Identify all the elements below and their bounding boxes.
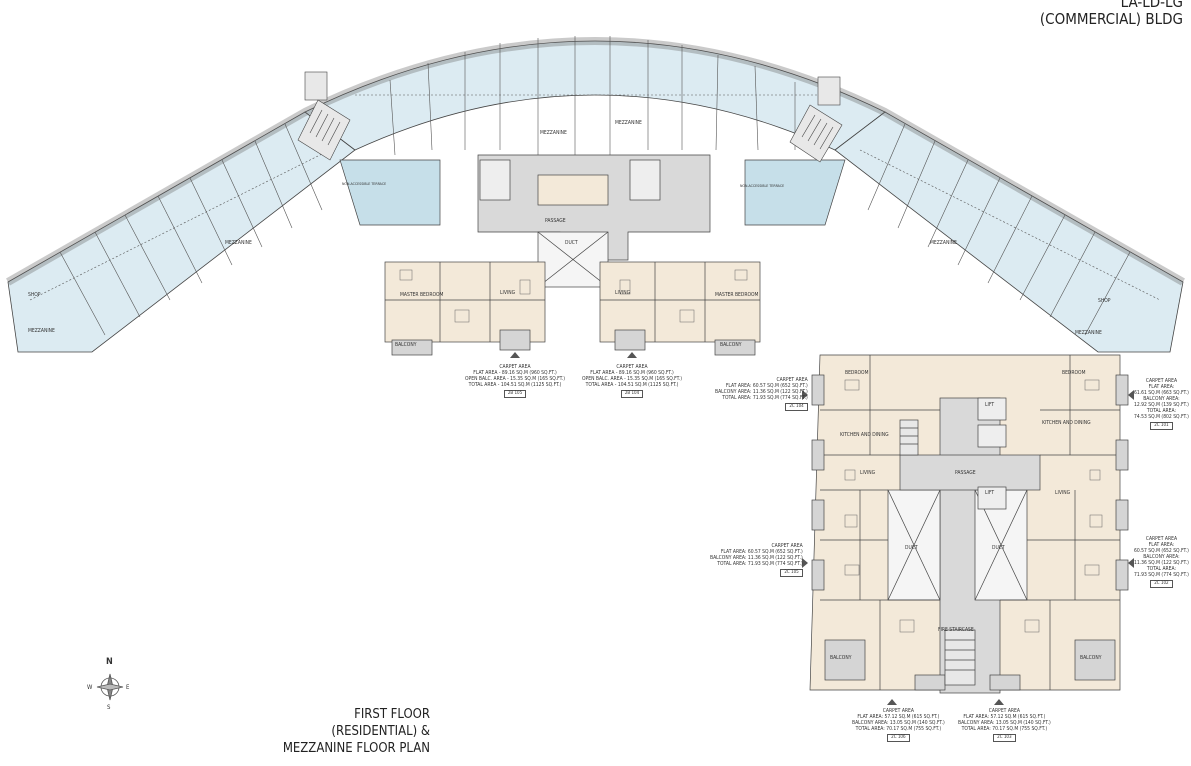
room-label-balcony: BALCONY xyxy=(830,655,852,661)
flat-tag: 2B 105 xyxy=(503,390,527,398)
fire-staircase-label: FIRE STAIRCASE xyxy=(938,627,974,633)
central-core-top xyxy=(477,154,711,288)
terrace-label-right: NON-ACCESSIBLE TERRACE xyxy=(740,184,785,188)
room-label-balcony: BALCONY xyxy=(395,342,417,348)
mezzanine-partitions-left xyxy=(29,123,331,336)
terrace-left xyxy=(339,159,441,226)
terrace-right xyxy=(744,159,846,226)
compass-north: N xyxy=(106,657,113,667)
compass-west: W xyxy=(87,684,93,691)
staircase-left xyxy=(297,71,351,161)
mezzanine-partitions-center xyxy=(355,36,835,175)
room-label-kitchen: KITCHEN AND DINING xyxy=(840,432,889,438)
plan-title-line2: MEZZANINE FLOOR PLAN xyxy=(282,741,430,756)
compass-rose xyxy=(96,673,124,701)
furniture-hints xyxy=(399,269,1103,633)
flat-tag: 2C 106 xyxy=(887,734,910,742)
core-duct-label: DUCT xyxy=(565,240,578,246)
room-label-mezzanine: MEZZANINE xyxy=(930,240,957,246)
room-label-balcony: BALCONY xyxy=(1080,655,1102,661)
passage-label: PASSAGE xyxy=(955,470,976,476)
room-label-living: LIVING xyxy=(1055,490,1071,496)
flat-tag: 2C 104 xyxy=(785,403,808,411)
flat-tag: 2C 105 xyxy=(780,569,803,577)
shaft-duct-label: DUCT xyxy=(992,545,1005,551)
shaft-duct-label: DUCT xyxy=(905,545,918,551)
flat-tag: 2C 102 xyxy=(1150,580,1173,588)
building-title-line1: LA-LD-LG xyxy=(1120,0,1183,11)
staircase-right xyxy=(789,76,843,163)
room-label-mezzanine: MEZZANINE xyxy=(225,240,252,246)
room-label-master-bedroom: MASTER BEDROOM xyxy=(715,292,759,298)
area-pointers xyxy=(510,352,1134,705)
room-label-mezzanine: MEZZANINE xyxy=(540,130,567,136)
flat-tag: 2B 104 xyxy=(620,390,644,398)
core-passage-label: PASSAGE xyxy=(545,218,566,224)
room-label-balcony: BALCONY xyxy=(720,342,742,348)
room-label-shop: SHOP xyxy=(1098,298,1111,304)
compass-south: S xyxy=(107,704,111,711)
room-label-bedroom: BEDROOM xyxy=(845,370,869,376)
compass-east: E xyxy=(126,684,130,691)
flat-tag: 2C 101 xyxy=(1150,422,1173,430)
room-label-mezzanine: MEZZANINE xyxy=(28,328,55,334)
flats-right-tower xyxy=(809,354,1129,694)
room-label-living: LIVING xyxy=(860,470,876,476)
lift-label: LIFT xyxy=(985,402,995,408)
building-title-line2: (COMMERCIAL) BLDG xyxy=(1039,10,1183,28)
plan-title: FIRST FLOOR (RESIDENTIAL) & MEZZANINE FL… xyxy=(278,706,430,757)
room-label-mezzanine: MEZZANINE xyxy=(615,120,642,126)
flat-tag: 2C 103 xyxy=(993,734,1016,742)
plan-title-line1: FIRST FLOOR (RESIDENTIAL) & xyxy=(331,707,430,739)
building-title: LA-LD-LG (COMMERCIAL) BLDG xyxy=(1040,0,1183,28)
room-label-bedroom: BEDROOM xyxy=(1062,370,1086,376)
flats-top-cluster xyxy=(384,261,761,356)
room-label-master-bedroom: MASTER BEDROOM xyxy=(400,292,444,298)
room-label-shop: SHOP xyxy=(28,292,41,298)
room-label-living: LIVING xyxy=(615,290,631,296)
room-label-living: LIVING xyxy=(500,290,516,296)
lift-label: LIFT xyxy=(985,490,995,496)
room-label-mezzanine: MEZZANINE xyxy=(1075,330,1102,336)
mezzanine-partitions-right xyxy=(859,123,1161,336)
room-label-kitchen: KITCHEN AND DINING xyxy=(1042,420,1091,426)
terrace-label-left: NON-ACCESSIBLE TERRACE xyxy=(342,182,387,186)
